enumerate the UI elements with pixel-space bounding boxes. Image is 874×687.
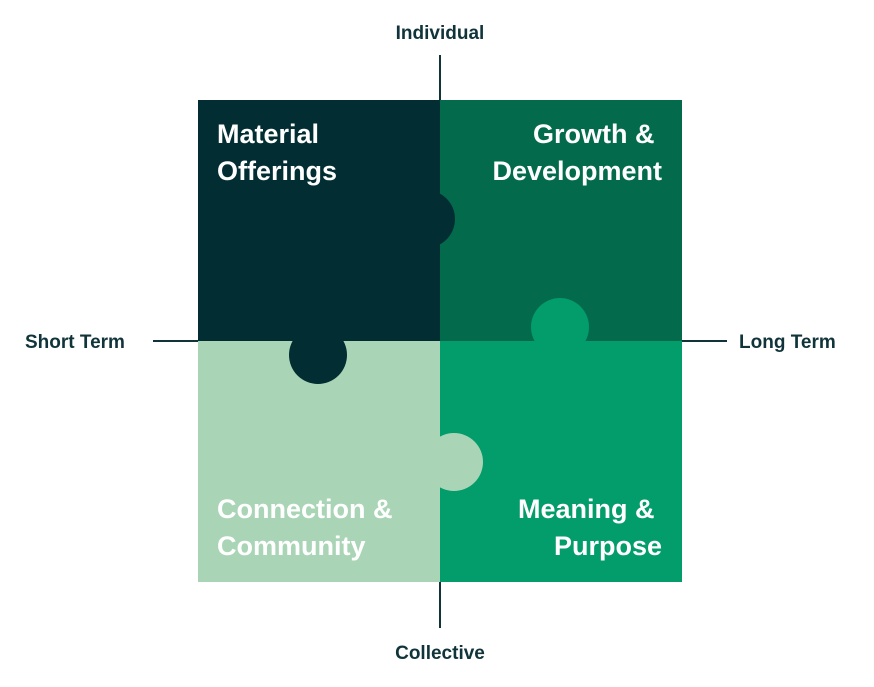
quadrant-label-line: Purpose bbox=[554, 531, 662, 561]
quadrant-label-line: Community bbox=[217, 531, 366, 561]
quadrant-label-line: Meaning & bbox=[518, 494, 655, 524]
quadrant-label-material-offerings: Material Offerings bbox=[217, 119, 337, 186]
quadrant-label-growth-development: Growth & Development bbox=[492, 119, 662, 186]
quadrant-label-line: Offerings bbox=[217, 156, 337, 186]
quadrant-label-line: Connection & bbox=[217, 494, 393, 524]
quadrant-label-connection-community: Connection & Community bbox=[217, 494, 400, 561]
quadrant-label-line: Growth & bbox=[533, 119, 655, 149]
axis-label-collective: Collective bbox=[395, 643, 485, 664]
puzzle-knob-top-left-to-right bbox=[397, 190, 455, 248]
puzzle-knob-bottom-right-to-top bbox=[531, 298, 589, 356]
puzzle-knob-top-left-to-bottom bbox=[289, 326, 347, 384]
axis-label-short-term: Short Term bbox=[25, 332, 125, 353]
axis-label-individual: Individual bbox=[396, 23, 485, 44]
quadrant-label-line: Development bbox=[492, 156, 662, 186]
axis-label-long-term: Long Term bbox=[739, 332, 836, 353]
quadrant-label-line: Material bbox=[217, 119, 319, 149]
axis-lines bbox=[153, 55, 727, 628]
quadrant-label-meaning-purpose: Meaning & Purpose bbox=[518, 494, 662, 561]
puzzle-knob-bottom-left-to-right bbox=[425, 433, 483, 491]
